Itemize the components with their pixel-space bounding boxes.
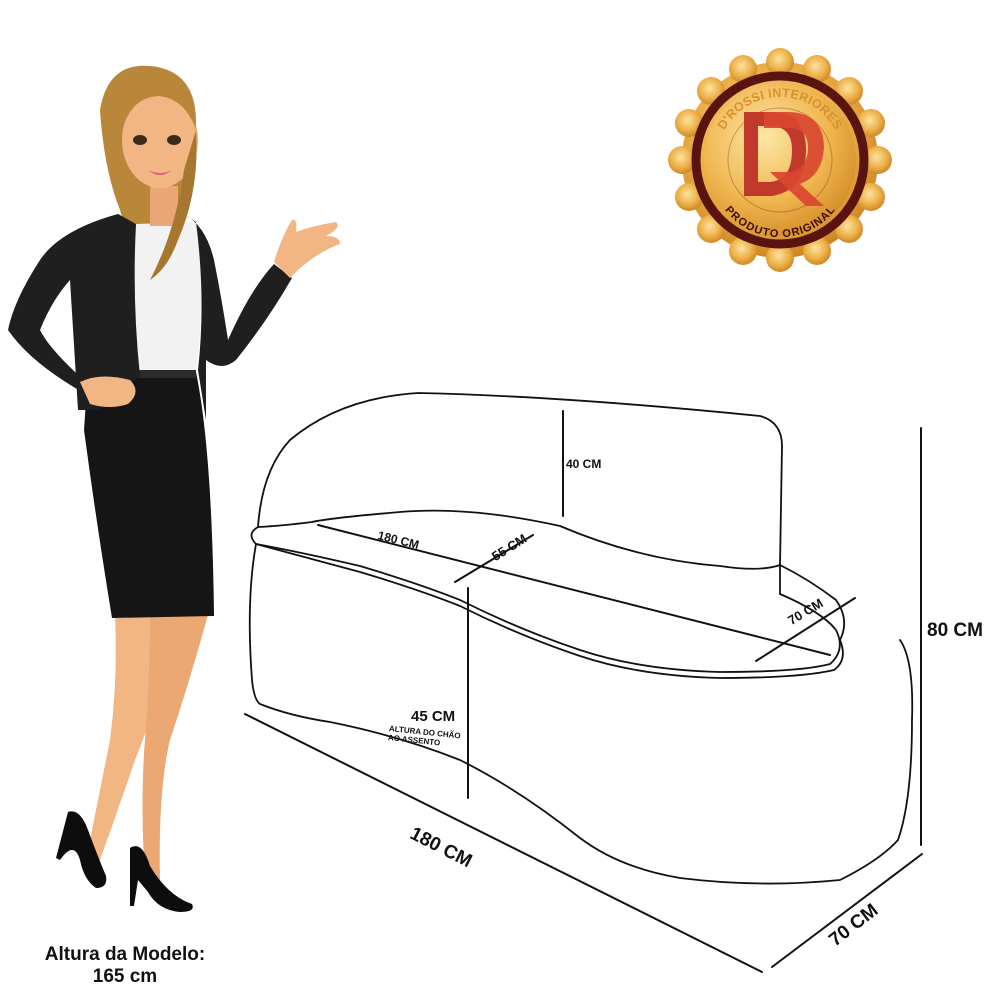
model-face — [122, 92, 198, 188]
dim-line-total-depth — [771, 853, 923, 968]
model-blouse — [133, 222, 201, 372]
seal-outer-ring — [691, 71, 869, 249]
label-seat-height: 45 CM — [411, 708, 456, 725]
dim-line-total-width — [244, 713, 763, 973]
dr-monogram-icon — [744, 112, 824, 206]
dim-line-arm-depth — [755, 597, 856, 662]
model-jacket — [8, 214, 140, 410]
model-shoe-left — [56, 811, 107, 888]
label-backrest-height: 40 CM — [566, 457, 602, 471]
sofa-backrest — [257, 392, 783, 570]
model-height-value: 165 cm — [92, 966, 158, 987]
sofa-seat-edge — [250, 526, 841, 673]
model-skirt — [84, 372, 214, 618]
dim-line-seat-width — [317, 524, 831, 656]
model-shoe-right — [130, 846, 193, 912]
model-height-label: Altura da Modelo: — [44, 944, 206, 965]
label-total-height: 80 CM — [927, 620, 983, 641]
model-height-caption: Altura da Modelo: 165 cm — [0, 944, 250, 988]
sofa-body — [248, 543, 914, 885]
model-hand — [274, 219, 340, 278]
dim-line-seat-depth — [454, 534, 534, 583]
